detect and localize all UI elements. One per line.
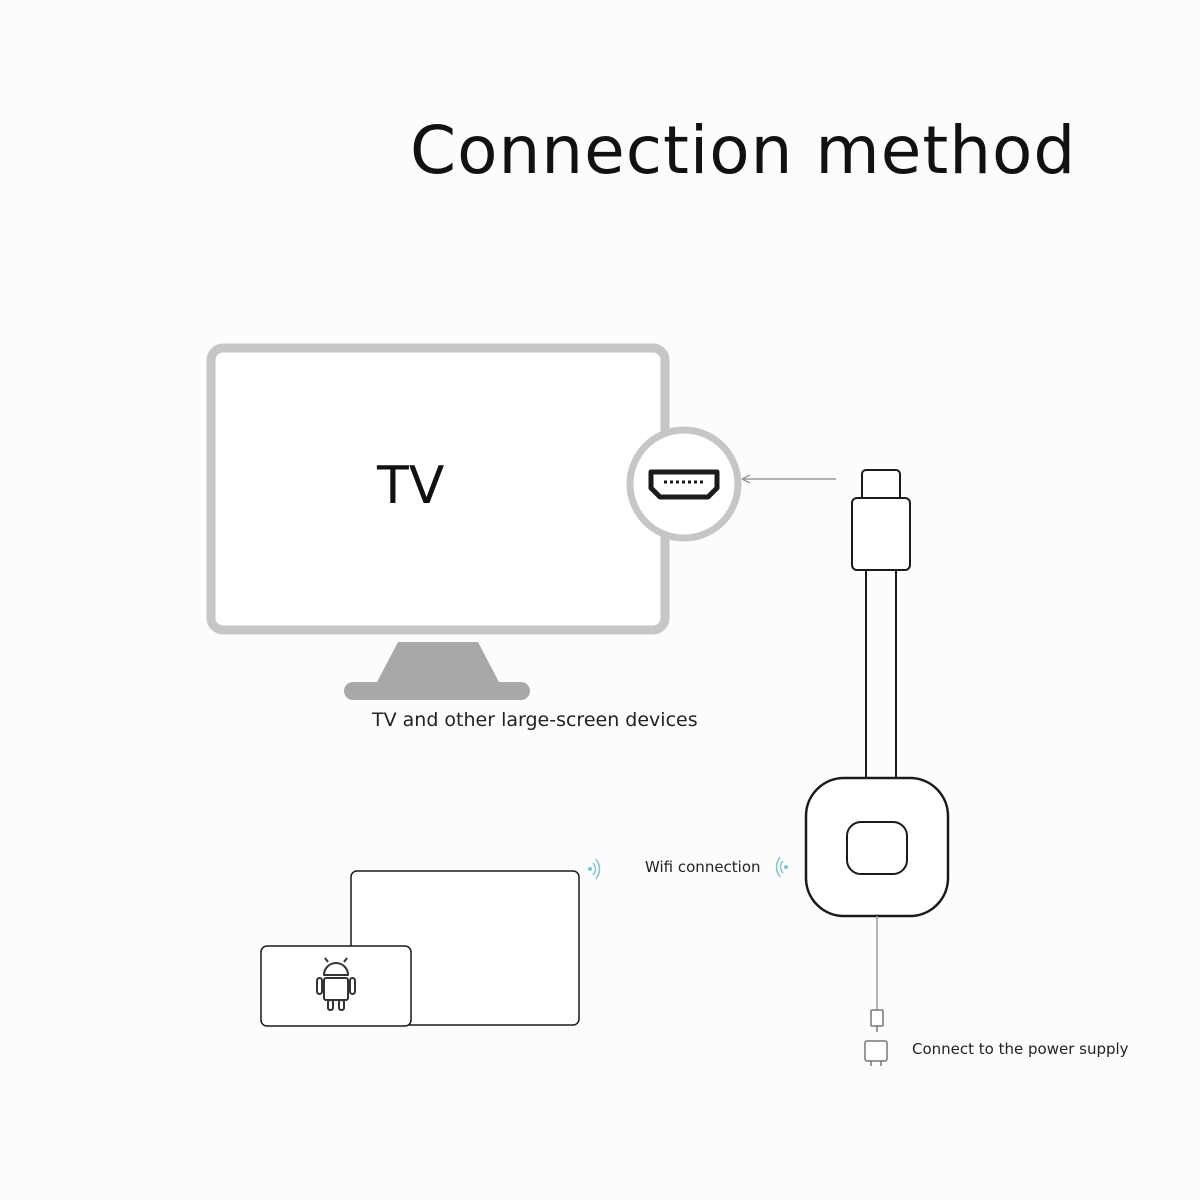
tv-screen-label: TV [377,456,445,516]
hdmi-port-icon [626,426,742,542]
hdmi-dongle [804,469,950,1010]
dongle-cable [865,570,897,782]
hdmi-plug [851,497,911,571]
android-icon [316,957,356,1011]
tv-illustration [206,343,670,700]
diagram-title: Connection method [410,112,1077,189]
tv-caption: TV and other large-screen devices [372,709,698,731]
phone-device [260,945,412,1027]
wifi-signal-icon [775,856,788,878]
power-caption: Connect to the power supply [912,1040,1129,1058]
tv-stand-base [344,682,530,700]
dongle-button [846,821,908,875]
power-adapter-icon [864,1040,888,1066]
mobile-devices [260,870,580,1027]
insert-arrow [741,474,836,484]
wifi-signal-icon [588,858,601,880]
usb-plug-icon [870,1009,884,1032]
tv-stand [376,642,500,684]
wifi-caption: Wifi connection [645,858,761,876]
